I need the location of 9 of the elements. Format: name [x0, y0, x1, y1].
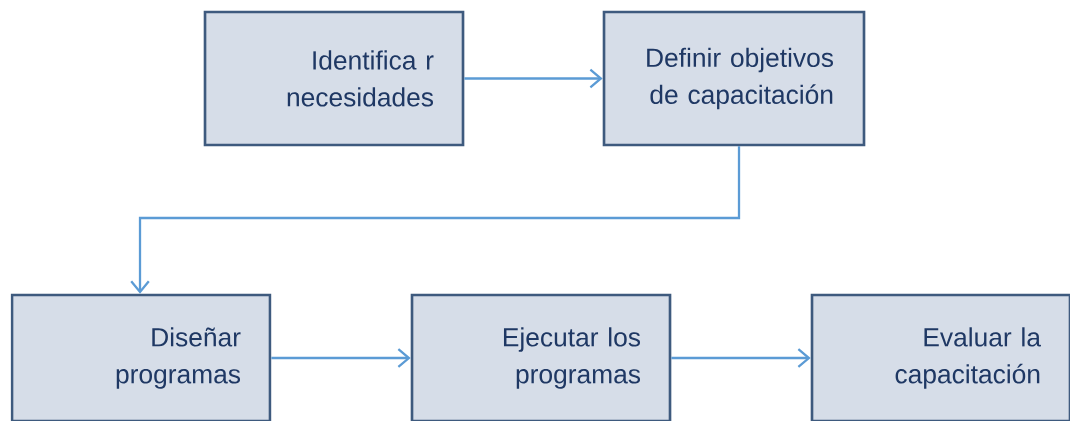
process-box: Diseñar programas	[10, 293, 272, 421]
process-box: Evaluar la capacitación	[810, 293, 1070, 421]
process-box: Definir objetivos de capacitación	[602, 10, 866, 147]
arrow	[271, 348, 411, 368]
process-box: Identifica r necesidades	[203, 10, 465, 147]
arrow	[464, 68, 603, 89]
arrow	[130, 146, 741, 294]
arrow	[671, 348, 811, 368]
process-box: Ejecutar los programas	[410, 293, 672, 421]
